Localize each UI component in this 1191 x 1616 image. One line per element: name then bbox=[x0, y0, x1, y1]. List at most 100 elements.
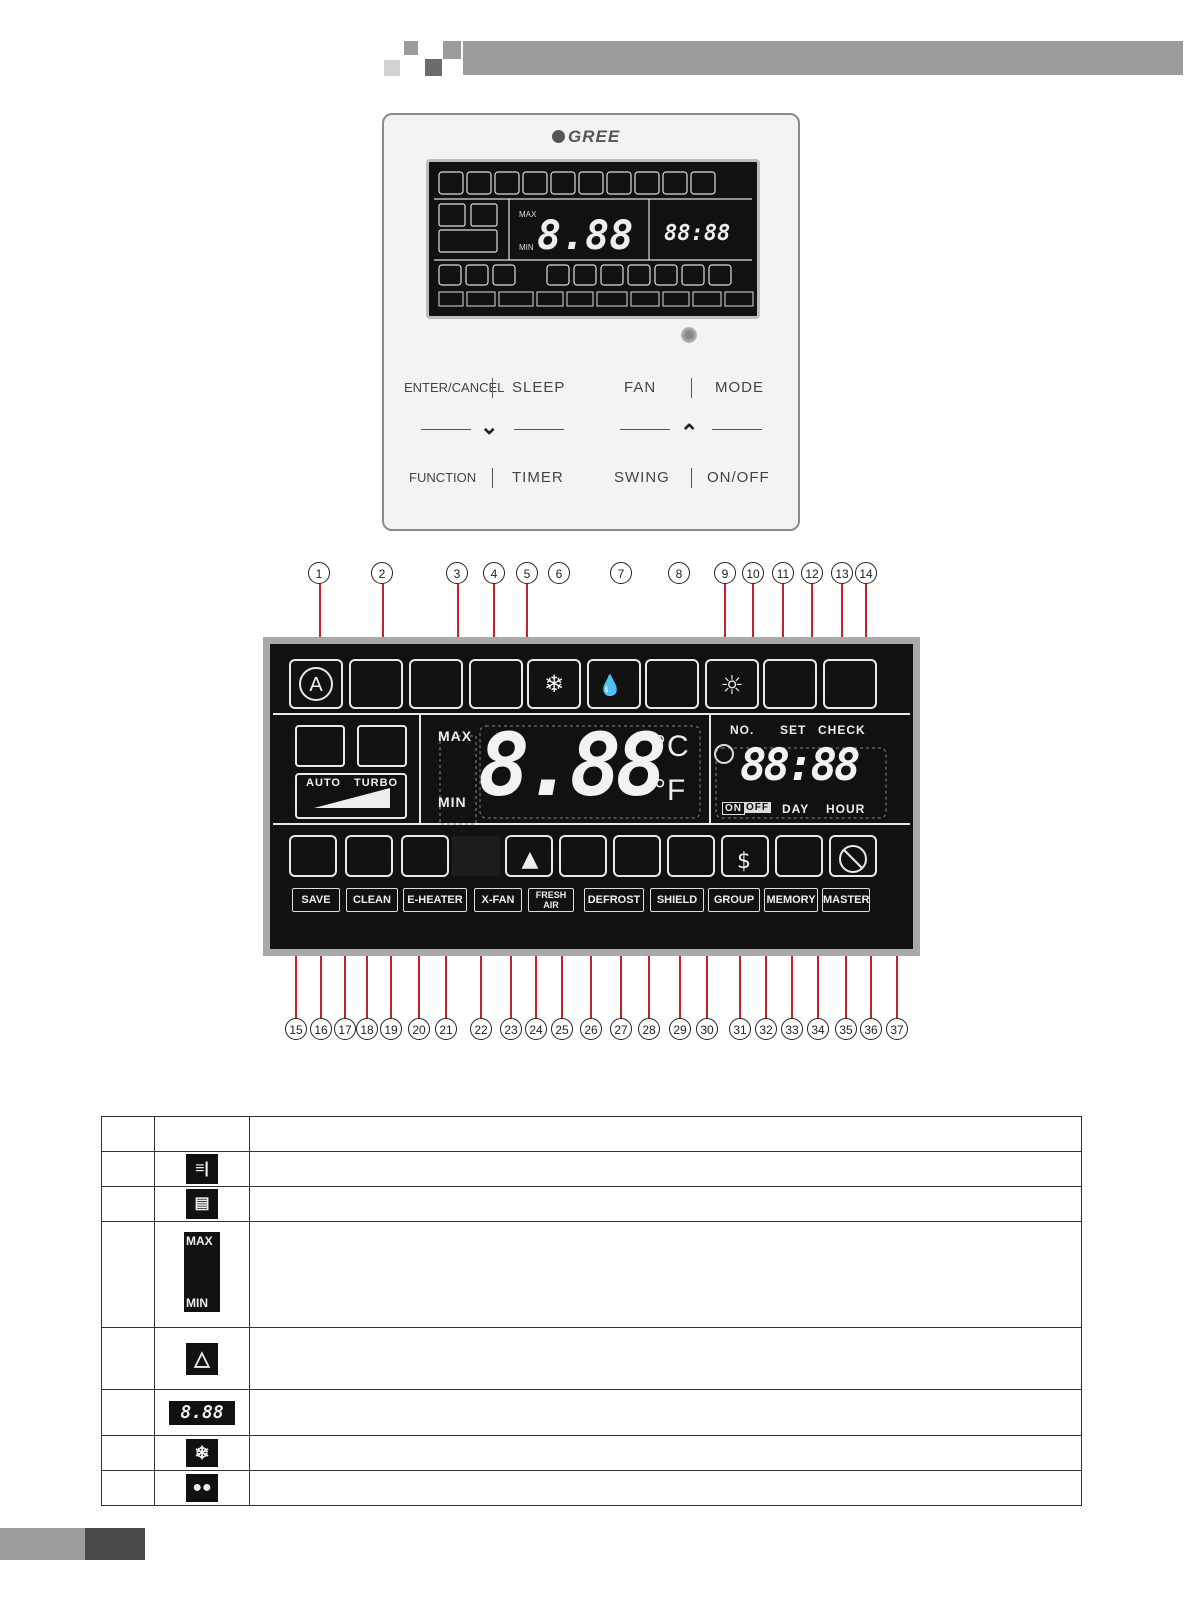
header-square bbox=[384, 60, 400, 76]
wired-controller-panel: GREE MAX MIN 8.88 88:88 bbox=[382, 113, 800, 531]
gree-logo-icon bbox=[552, 130, 565, 143]
clock-icon bbox=[714, 744, 734, 764]
callout-number: 4 bbox=[483, 562, 505, 584]
lcd-label-group: GROUP bbox=[708, 888, 760, 912]
callout-number: 11 bbox=[772, 562, 794, 584]
leader-line bbox=[845, 920, 847, 1018]
timer-button[interactable]: TIMER bbox=[512, 469, 564, 486]
leader-line bbox=[870, 920, 872, 1018]
down-arrow-button[interactable]: ⌄ bbox=[480, 414, 499, 439]
leader-line bbox=[418, 920, 420, 1018]
mini-max-label: MAX bbox=[519, 210, 537, 219]
leader-line bbox=[590, 920, 592, 1018]
dry-drops-icon: 💧 bbox=[598, 673, 623, 697]
leader-line bbox=[841, 584, 843, 665]
callout-number: 28 bbox=[638, 1018, 660, 1040]
leader-line bbox=[739, 920, 741, 1018]
leader-line bbox=[791, 920, 793, 1018]
callout-number: 10 bbox=[742, 562, 764, 584]
auto-cycle-icon: △ bbox=[186, 1342, 218, 1375]
callout-number: 5 bbox=[516, 562, 538, 584]
callout-number: 31 bbox=[729, 1018, 751, 1040]
callout-number: 24 bbox=[525, 1018, 547, 1040]
table-row: △ bbox=[101, 1327, 1082, 1390]
enter-cancel-button[interactable]: ENTER/CANCEL bbox=[404, 380, 505, 395]
callout-number: 18 bbox=[356, 1018, 378, 1040]
callout-number: 26 bbox=[580, 1018, 602, 1040]
footer-bar-dark bbox=[85, 1528, 145, 1560]
fan-button[interactable]: FAN bbox=[624, 379, 657, 396]
callout-number: 2 bbox=[371, 562, 393, 584]
leader-line bbox=[679, 920, 681, 1018]
lcd-label-memory: MEMORY bbox=[764, 888, 818, 912]
sensor-icon bbox=[681, 327, 697, 343]
callout-number: 16 bbox=[310, 1018, 332, 1040]
leader-line bbox=[817, 920, 819, 1018]
no-label: NO. bbox=[730, 723, 755, 737]
callout-number: 20 bbox=[408, 1018, 430, 1040]
callout-number: 23 bbox=[500, 1018, 522, 1040]
leader-line bbox=[561, 920, 563, 1018]
max-label: MAX bbox=[438, 728, 473, 744]
leader-line bbox=[480, 920, 482, 1018]
lcd-label-fresh-air: FRESH AIR bbox=[528, 888, 574, 912]
mini-temp-digits: 8.88 bbox=[537, 213, 633, 259]
callout-number: 15 bbox=[285, 1018, 307, 1040]
callout-number: 32 bbox=[755, 1018, 777, 1040]
lcd-label-defrost: DEFROST bbox=[584, 888, 644, 912]
header-square bbox=[443, 41, 461, 59]
leader-line bbox=[724, 584, 726, 665]
lcd-label-master: MASTER bbox=[822, 888, 870, 912]
divider bbox=[712, 429, 762, 430]
lcd-label-shield: SHIELD bbox=[650, 888, 704, 912]
callout-number: 3 bbox=[446, 562, 468, 584]
off-label: OFF bbox=[744, 802, 771, 813]
set-label: SET bbox=[780, 723, 807, 737]
leader-line bbox=[535, 920, 537, 1018]
mini-min-label: MIN bbox=[519, 243, 534, 252]
up-arrow-button[interactable]: ⌃ bbox=[680, 420, 699, 445]
cool-snowflake-icon: ❄ bbox=[544, 670, 564, 698]
controller-lcd-icons: MAX MIN 8.88 88:88 bbox=[434, 171, 754, 307]
table-row bbox=[101, 1116, 1082, 1152]
on-label: ON bbox=[722, 802, 745, 815]
leader-line bbox=[344, 920, 346, 1018]
separator bbox=[691, 378, 692, 398]
header-square bbox=[404, 41, 418, 55]
tree-icon: ▲ bbox=[522, 847, 539, 872]
header-bar bbox=[463, 41, 1183, 75]
heat-sun-icon: ☼ bbox=[720, 671, 743, 701]
sleep-button[interactable]: SLEEP bbox=[512, 379, 566, 396]
callout-number: 6 bbox=[548, 562, 570, 584]
swing-button[interactable]: SWING bbox=[614, 469, 670, 486]
callout-number: 19 bbox=[380, 1018, 402, 1040]
lcd-label-e-heater: E-HEATER bbox=[403, 888, 467, 912]
callout-number: 29 bbox=[669, 1018, 691, 1040]
lcd-diagram-graphics: A ❄ ☼ 💧 $ ▲ bbox=[273, 659, 910, 877]
brand-logo: GREE bbox=[552, 127, 620, 147]
function-button[interactable]: FUNCTION bbox=[409, 470, 477, 485]
dollar-icon: $ bbox=[737, 849, 751, 874]
leader-line bbox=[390, 920, 392, 1018]
leader-line bbox=[706, 920, 708, 1018]
divider bbox=[514, 429, 564, 430]
callout-number: 8 bbox=[668, 562, 690, 584]
timer-digits: 88:88 bbox=[740, 740, 860, 791]
snowflake-icon: ❄ bbox=[186, 1439, 218, 1467]
callout-number: 14 bbox=[855, 562, 877, 584]
leader-line bbox=[493, 584, 495, 665]
day-label: DAY bbox=[782, 802, 810, 816]
auto-mode-icon: A bbox=[309, 674, 323, 696]
leader-line bbox=[896, 920, 898, 1018]
leader-line bbox=[320, 920, 322, 1018]
mode-button[interactable]: MODE bbox=[715, 379, 764, 396]
table-row: ≡| bbox=[101, 1151, 1082, 1187]
callout-number: 21 bbox=[435, 1018, 457, 1040]
leader-line bbox=[765, 920, 767, 1018]
table-row: ❄ bbox=[101, 1435, 1082, 1471]
callout-number: 7 bbox=[610, 562, 632, 584]
on-off-button[interactable]: ON/OFF bbox=[707, 469, 770, 486]
leader-line bbox=[295, 920, 297, 1018]
check-label: CHECK bbox=[818, 723, 866, 737]
